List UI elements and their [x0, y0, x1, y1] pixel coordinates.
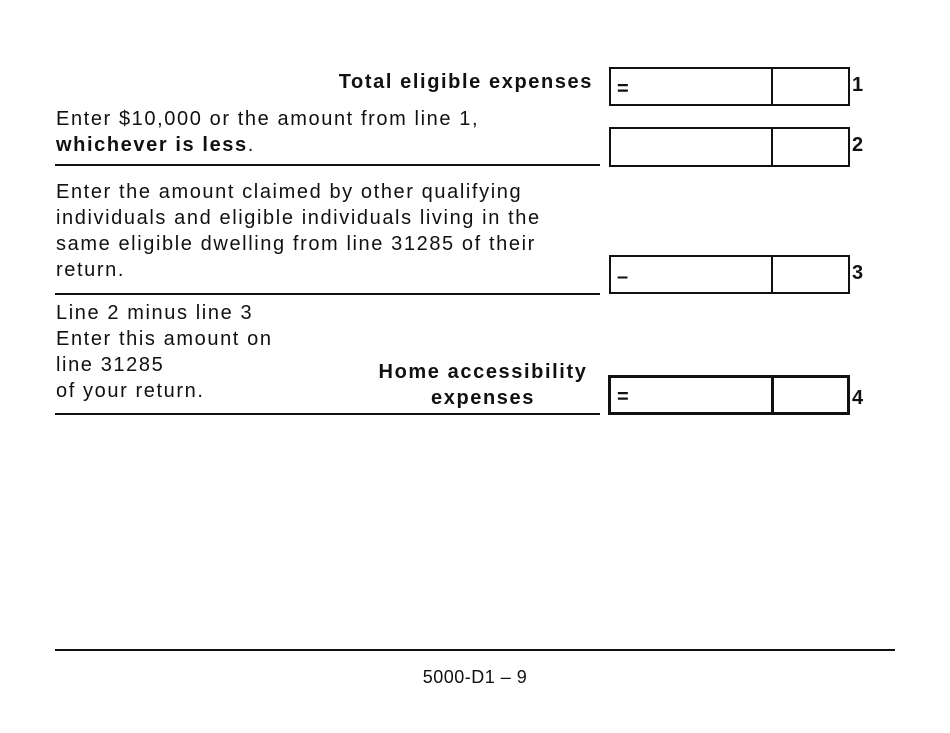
line-1-label: Total eligible expenses — [338, 71, 593, 93]
cents-divider — [771, 257, 773, 292]
footer-rule — [55, 649, 895, 651]
line-2-emphasis: whichever is less. — [56, 134, 255, 156]
line-number-3: 3 — [852, 262, 864, 284]
line-4-result-label: Home accessibility expenses — [360, 359, 606, 411]
line-number-2: 2 — [852, 134, 864, 156]
line-3-text-1: Enter the amount claimed by other qualif… — [56, 181, 523, 203]
result-label-line-2: expenses — [431, 387, 535, 409]
line-4-text-4: of your return. — [56, 380, 205, 402]
line-2-amount-field[interactable] — [609, 127, 850, 167]
line-3-label: Enter the amount claimed by other qualif… — [56, 179, 541, 283]
line-3-text-4: return. — [56, 259, 126, 281]
cents-divider — [771, 129, 773, 165]
equals-operator: = — [617, 386, 629, 408]
line-2-divider — [55, 164, 600, 166]
line-1-amount-field[interactable]: = — [609, 67, 850, 106]
minus-operator: – — [617, 266, 629, 288]
line-4-text-1: Line 2 minus line 3 — [56, 302, 254, 324]
line-3-amount-field[interactable]: – — [609, 255, 850, 294]
equals-operator: = — [617, 78, 629, 100]
line-4-instructions: Line 2 minus line 3 Enter this amount on… — [56, 300, 273, 404]
line-3-divider — [55, 293, 600, 295]
line-4-text-3: line 31285 — [56, 354, 165, 376]
result-label-line-1: Home accessibility — [378, 361, 588, 383]
line-4-divider — [55, 413, 600, 415]
line-4-amount-field[interactable]: = — [608, 375, 850, 415]
line-2-label: Enter $10,000 or the amount from line 1,… — [56, 106, 479, 158]
line-number-4: 4 — [852, 387, 864, 409]
line-3-text-3: same eligible dwelling from line 31285 o… — [56, 233, 536, 255]
cents-divider — [771, 378, 774, 412]
line-2-text: Enter $10,000 or the amount from line 1, — [56, 108, 480, 130]
line-3-text-2: individuals and eligible individuals liv… — [56, 207, 541, 229]
page-number: 5000-D1 – 9 — [422, 667, 528, 687]
line-number-1: 1 — [852, 74, 864, 96]
line-4-text-2: Enter this amount on — [56, 328, 273, 350]
cents-divider — [771, 69, 773, 104]
